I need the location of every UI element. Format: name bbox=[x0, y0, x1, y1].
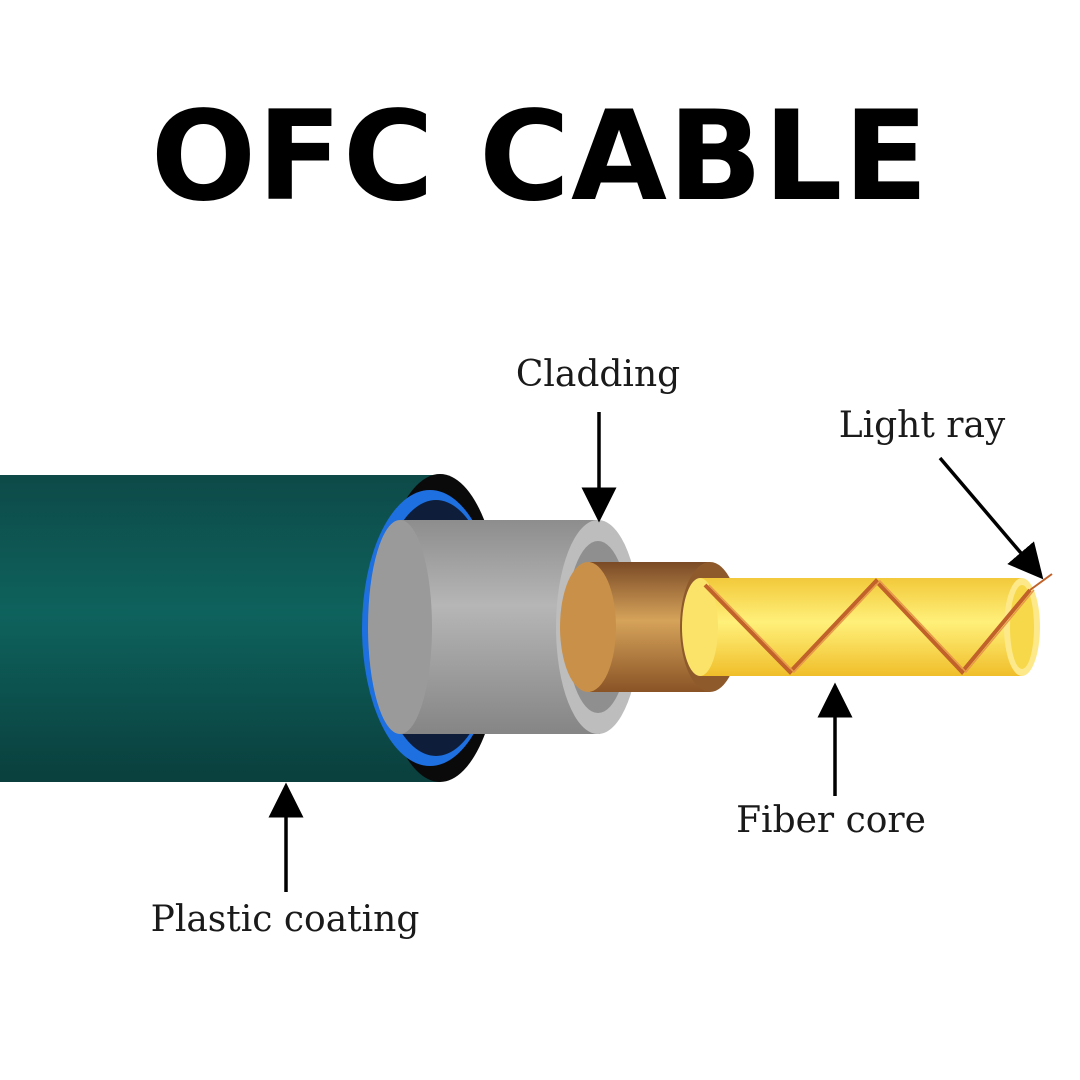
fiber-core-layer bbox=[682, 578, 1040, 676]
diagram-title: OFC CABLE bbox=[150, 85, 930, 229]
fiber-core-label: Fiber core bbox=[736, 800, 926, 841]
plastic-coating-label: Plastic coating bbox=[151, 899, 420, 940]
cladding-label: Cladding bbox=[516, 354, 680, 395]
light-ray-label: Light ray bbox=[839, 405, 1006, 446]
light-ray-arrow bbox=[938, 456, 1044, 580]
light-ray-path bbox=[703, 573, 1053, 676]
